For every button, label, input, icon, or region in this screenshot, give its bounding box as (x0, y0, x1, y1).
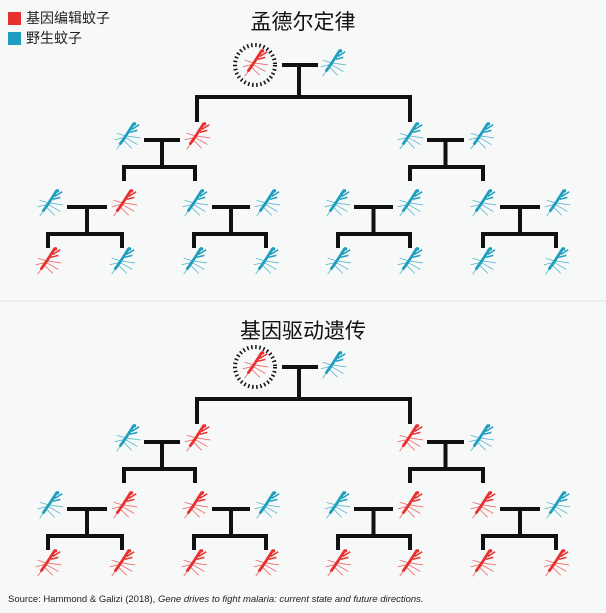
gen2-wild-mosquito-icon (113, 121, 142, 151)
offspring-bracket (122, 467, 197, 483)
gen2-wild-mosquito-icon (467, 121, 496, 151)
gen3-gm-mosquito-icon (110, 188, 139, 218)
gen4-gm-mosquito-icon (108, 548, 137, 578)
offspring-bracket (336, 534, 412, 550)
legend-item-wild: 野生蚊子 (8, 28, 110, 48)
title-gene-drive: 基因驱动遗传 (240, 319, 366, 343)
gen3-wild-mosquito-icon (543, 188, 572, 218)
gen3-gm-mosquito-icon (469, 490, 498, 520)
root-parent-gm-mosquito-icon (241, 48, 270, 78)
offspring-bracket (481, 232, 558, 248)
gen3-wild-mosquito-icon (469, 188, 498, 218)
gen4-gm-mosquito-icon (469, 548, 498, 578)
gen3-wild-mosquito-icon (253, 490, 282, 520)
gen4-gm-mosquito-icon (252, 548, 281, 578)
offspring-bracket (481, 534, 558, 550)
root-parent-gm-mosquito-icon (241, 350, 270, 380)
gen2-gm-mosquito-icon (396, 423, 425, 453)
offspring-bracket (195, 95, 412, 122)
offspring-bracket (46, 534, 124, 550)
gen3-wild-mosquito-icon (253, 188, 282, 218)
gen2-gm-mosquito-icon (183, 423, 212, 453)
gen4-wild-mosquito-icon (252, 246, 281, 276)
legend-label-wild: 野生蚊子 (26, 31, 82, 47)
gen4-gm-mosquito-icon (34, 548, 63, 578)
gen3-gm-mosquito-icon (396, 490, 425, 520)
legend: 基因编辑蚊子 野生蚊子 (8, 8, 110, 48)
gen4-gm-mosquito-icon (324, 548, 353, 578)
gen3-gm-mosquito-icon (110, 490, 139, 520)
gen2-wild-mosquito-icon (467, 423, 496, 453)
gen3-wild-mosquito-icon (36, 490, 65, 520)
offspring-bracket (192, 232, 268, 248)
gen3-wild-mosquito-icon (323, 188, 352, 218)
gen2-gm-mosquito-icon (183, 121, 212, 151)
gen3-gm-mosquito-icon (181, 490, 210, 520)
legend-label-gm: 基因编辑蚊子 (26, 11, 110, 27)
offspring-bracket (195, 397, 412, 424)
legend-item-gm: 基因编辑蚊子 (8, 8, 110, 28)
gen2-wild-mosquito-icon (396, 121, 425, 151)
gen3-wild-mosquito-icon (36, 188, 65, 218)
gen4-wild-mosquito-icon (180, 246, 209, 276)
selected-parent-ring (233, 43, 277, 87)
offspring-bracket (336, 232, 412, 248)
root-parent-wild-mosquito-icon (319, 48, 348, 78)
selected-parent-ring (233, 345, 277, 389)
gen4-wild-mosquito-icon (469, 246, 498, 276)
gen4-gm-mosquito-icon (542, 548, 571, 578)
gen4-gm-mosquito-icon (180, 548, 209, 578)
gen3-wild-mosquito-icon (396, 188, 425, 218)
gen4-gm-mosquito-icon (396, 548, 425, 578)
source-citation: Source: Hammond & Galizi (2018), Gene dr… (8, 594, 424, 605)
source-prefix: Source: Hammond & Galizi (2018), (8, 594, 158, 605)
gen3-wild-mosquito-icon (323, 490, 352, 520)
legend-swatch-gm (8, 11, 21, 25)
offspring-bracket (408, 467, 485, 483)
gen4-wild-mosquito-icon (108, 246, 137, 276)
offspring-bracket (192, 534, 268, 550)
gen3-wild-mosquito-icon (181, 188, 210, 218)
legend-swatch-wild (8, 31, 21, 45)
offspring-bracket (122, 165, 197, 181)
offspring-bracket (408, 165, 485, 181)
gen2-wild-mosquito-icon (113, 423, 142, 453)
offspring-bracket (46, 232, 124, 248)
gen3-wild-mosquito-icon (543, 490, 572, 520)
title-mendelian: 孟德尔定律 (250, 10, 356, 34)
source-title: Gene drives to fight malaria: current st… (157, 594, 424, 605)
gen4-wild-mosquito-icon (542, 246, 571, 276)
gen4-wild-mosquito-icon (396, 246, 425, 276)
gen4-gm-mosquito-icon (34, 246, 63, 276)
gen4-wild-mosquito-icon (324, 246, 353, 276)
root-parent-wild-mosquito-icon (319, 350, 348, 380)
